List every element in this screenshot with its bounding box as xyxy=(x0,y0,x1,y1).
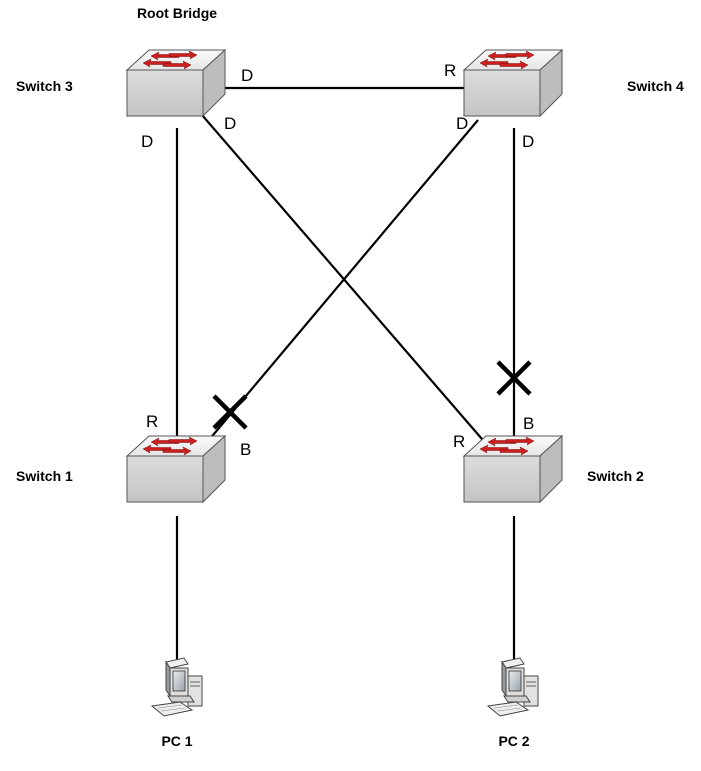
port-sw3-to-sw1: D xyxy=(141,132,153,151)
link-sw4-sw1 xyxy=(202,119,479,448)
switch-2-icon xyxy=(463,435,563,503)
switch-2-label: Switch 2 xyxy=(587,468,644,484)
port-sw2-to-sw4: B xyxy=(523,414,534,433)
root-bridge-label: Root Bridge xyxy=(137,5,217,21)
pc-2-icon xyxy=(487,657,539,717)
link-sw3-sw2 xyxy=(201,114,489,447)
port-sw4-to-sw2: D xyxy=(522,132,534,151)
switch-4-icon xyxy=(463,49,563,117)
blocked-marker-sw1 xyxy=(212,394,248,430)
pc-2-label: PC 2 xyxy=(498,733,529,749)
blocked-marker-sw2 xyxy=(496,360,532,396)
links xyxy=(175,86,516,660)
port-sw1-to-sw3: R xyxy=(146,412,158,431)
switch-1-label: Switch 1 xyxy=(16,468,73,484)
switch-1-icon xyxy=(126,435,226,503)
port-sw1-to-sw4: B xyxy=(240,440,251,459)
port-sw4-to-sw3: R xyxy=(444,61,456,80)
pc-1-label: PC 1 xyxy=(161,733,192,749)
switch-3-label: Switch 3 xyxy=(16,78,73,94)
pc-1-icon xyxy=(151,657,203,717)
switch-3-icon xyxy=(126,49,226,117)
port-sw3-to-sw2: D xyxy=(224,114,236,133)
switch-4-label: Switch 4 xyxy=(627,78,684,94)
port-sw3-to-sw4: D xyxy=(241,66,253,85)
port-sw2-to-sw3: R xyxy=(453,432,465,451)
port-sw4-to-sw1: D xyxy=(456,114,468,133)
